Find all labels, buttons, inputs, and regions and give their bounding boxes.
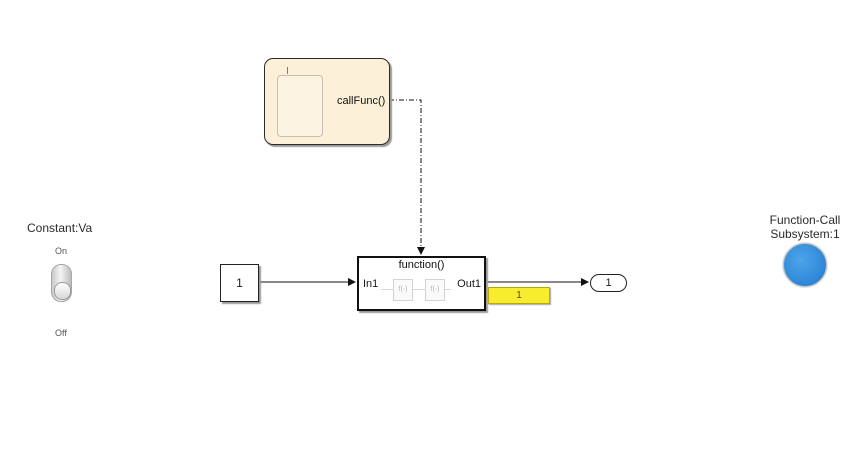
function-call-subsystem[interactable]: function() In1 Out1 f(·) f(·) [357, 256, 486, 311]
default-transition-icon [287, 67, 288, 74]
mini-line-left [381, 289, 393, 290]
chart-state[interactable] [277, 75, 323, 137]
function-icon-right: f(·) [425, 279, 445, 301]
display-block[interactable]: 1 [488, 287, 550, 304]
stateflow-chart[interactable]: callFunc() [264, 58, 390, 145]
in-port-label: In1 [363, 278, 379, 290]
toggle-knob-icon [54, 282, 71, 300]
subsystem-title: function() [398, 259, 445, 271]
switch-off-label: Off [55, 328, 67, 338]
toggle-switch[interactable] [51, 264, 72, 302]
mini-line-mid [413, 289, 425, 290]
function-call-line [389, 99, 425, 255]
chart-event-label: callFunc() [337, 95, 386, 107]
out-port-label: Out1 [457, 278, 481, 290]
lamp-label-line1: Function-Call [769, 213, 841, 227]
switch-on-label: On [55, 246, 68, 256]
lamp-label: Function-Call Subsystem:1 [748, 213, 862, 241]
outport-block[interactable]: 1 [590, 274, 627, 292]
function-icon-left: f(·) [393, 279, 413, 301]
mini-line-right [445, 289, 451, 290]
lamp-label-line2: Subsystem:1 [770, 227, 840, 241]
constant-block[interactable]: 1 [220, 264, 259, 302]
lamp-indicator[interactable] [783, 243, 827, 287]
switch-label: Constant:Va [27, 221, 93, 235]
